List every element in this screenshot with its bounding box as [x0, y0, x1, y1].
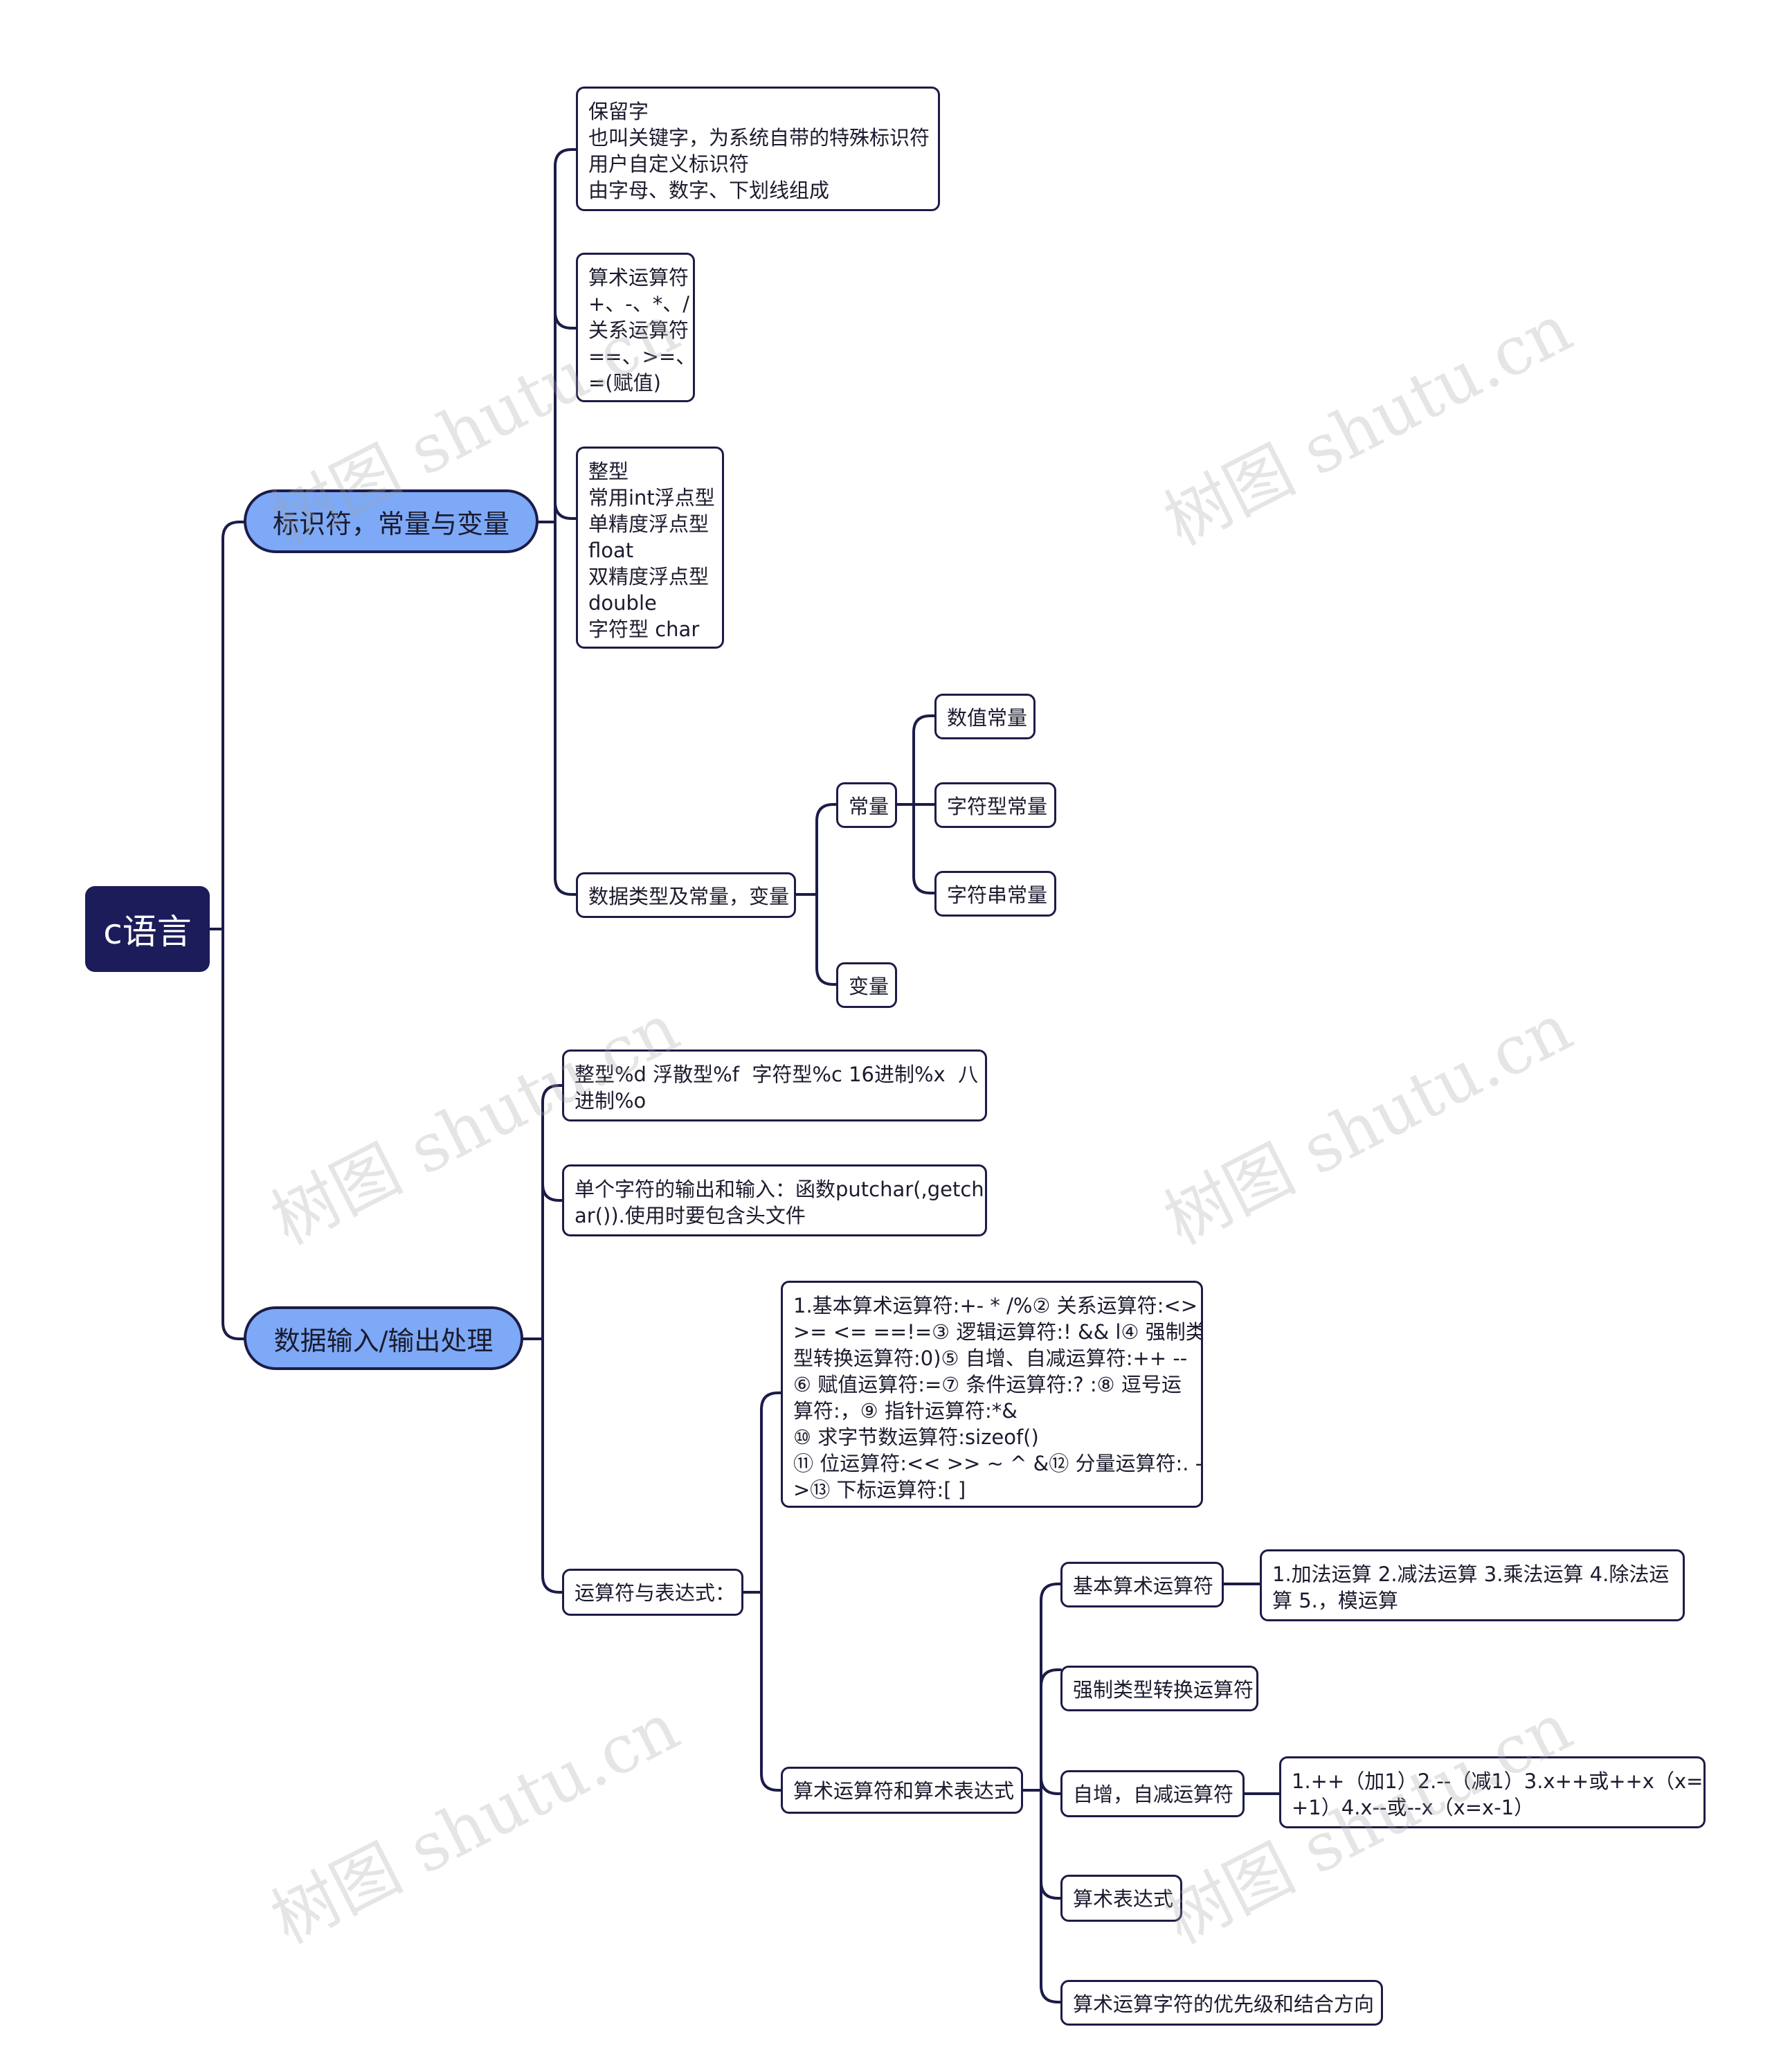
node-operator-list[interactable]: 1.基本算术运算符:+- * /%② 关系运算符:<> >= <= ==!=③ … — [781, 1281, 1203, 1508]
link-io-trunk — [541, 1084, 563, 1594]
root-node[interactable]: c语言 — [85, 886, 210, 972]
node-operators-short[interactable]: 算术运算符 +、-、*、/ 关系运算符 ==、>=、< =(赋值) — [576, 253, 695, 402]
node-increment-decrement[interactable]: 自增，自减运算符 — [1060, 1770, 1245, 1817]
node-arithmetic[interactable]: 算术运算符和算术表达式 — [781, 1767, 1023, 1814]
node-numeric-constant[interactable]: 数值常量 — [934, 694, 1036, 739]
root-label: c语言 — [103, 912, 192, 952]
node-variable[interactable]: 变量 — [836, 962, 897, 1008]
link-op-expr-trunk — [760, 1391, 782, 1792]
branch-io-label: 数据输入/输出处理 — [273, 1325, 494, 1356]
node-cast-operator[interactable]: 强制类型转换运算符 — [1060, 1666, 1258, 1711]
link-identifiers-trunk — [554, 148, 577, 896]
branch-data-io[interactable]: 数据输入/输出处理 — [244, 1306, 523, 1370]
node-basic-arithmetic[interactable]: 基本算术运算符 — [1060, 1562, 1224, 1607]
node-char-constant[interactable]: 字符型常量 — [934, 782, 1056, 828]
node-string-constant[interactable]: 字符串常量 — [934, 871, 1056, 917]
link-constant-trunk — [912, 714, 936, 894]
node-increment-decrement-detail[interactable]: 1.++（加1）2.--（减1）3.x++或++x（x=x +1）4.x--或-… — [1279, 1756, 1706, 1828]
link-root-trunk — [222, 521, 245, 1340]
node-operators-expressions[interactable]: 运算符与表达式： — [562, 1569, 743, 1616]
link-types-const-var-trunk — [815, 803, 838, 986]
link-arith-trunk — [1040, 1583, 1062, 2003]
node-basic-arithmetic-detail[interactable]: 1.加法运算 2.减法运算 3.乘法运算 4.除法运 算 5.，模运算 — [1260, 1549, 1685, 1621]
node-format-specifiers[interactable]: 整型%d 浮散型%f 字符型%c 16进制%x 八 进制%o — [562, 1049, 987, 1121]
node-constant[interactable]: 常量 — [836, 782, 897, 828]
node-char-io[interactable]: 单个字符的输出和输入：函数putchar(,getch ar()).使用时要包含… — [562, 1164, 987, 1236]
node-reserved-words[interactable]: 保留字 也叫关键字，为系统自带的特殊标识符 用户自定义标识符 由字母、数字、下划… — [576, 87, 940, 211]
node-precedence[interactable]: 算术运算字符的优先级和结合方向 — [1060, 1980, 1383, 2026]
branch-identifiers-label: 标识符，常量与变量 — [272, 508, 509, 539]
node-arithmetic-expression[interactable]: 算术表达式 — [1060, 1875, 1182, 1922]
branch-identifiers-constants-variables[interactable]: 标识符，常量与变量 — [244, 489, 539, 553]
node-data-types[interactable]: 整型 常用int浮点型 单精度浮点型 float 双精度浮点型 double 字… — [576, 447, 724, 649]
node-types-const-var[interactable]: 数据类型及常量，变量 — [576, 872, 796, 918]
